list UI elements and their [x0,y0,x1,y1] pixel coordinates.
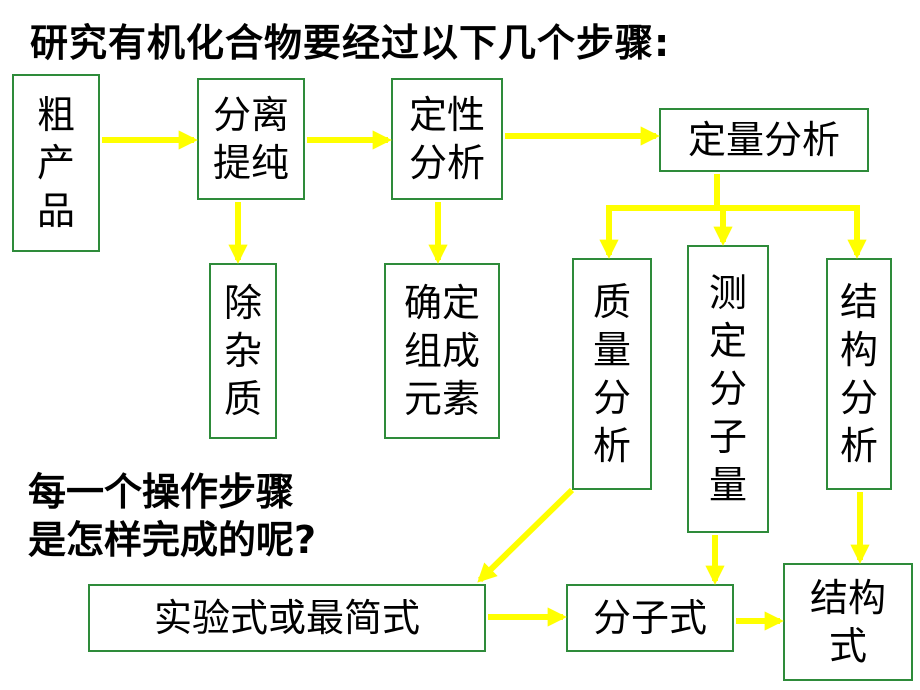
box-structural-line: 结构 [809,576,886,620]
box-molweight-char: 定 [708,319,747,363]
box-crude-product-char: 品 [36,189,75,233]
box-structure-char: 分 [839,376,878,420]
box-empirical-formula: 实验式或最简式 [88,584,486,652]
box-mass-char: 量 [592,328,631,372]
question-line-2: 是怎样完成的呢? [28,518,317,562]
box-structural-formula: 结构 式 [783,563,913,681]
box-quantitative-analysis: 定量分析 [659,108,869,172]
box-structure-char: 结 [839,280,878,324]
box-quantitative-label: 定量分析 [687,118,840,162]
box-qualitative-line: 定性 [408,93,485,137]
box-determine-elements: 确定 组成 元素 [384,263,500,439]
box-molecular-formula: 分子式 [566,584,734,652]
box-separation-purification: 分离 提纯 [197,78,305,200]
box-impurity-char: 除 [223,281,262,325]
box-structural-line: 式 [828,624,867,668]
box-qualitative-analysis: 定性 分析 [391,78,503,200]
box-structure-analysis: 结 构 分 析 [826,258,892,490]
box-separation-line: 分离 [212,93,289,137]
box-molweight-char: 分 [708,367,747,411]
box-separation-line: 提纯 [212,141,289,185]
page-title: 研究有机化合物要经过以下几个步骤: [30,21,671,65]
box-mass-char: 分 [592,376,631,420]
box-crude-product-char: 粗 [36,93,75,137]
box-mass-analysis: 质 量 分 析 [572,258,652,490]
box-crude-product: 粗 产 品 [12,74,100,252]
box-structure-char: 析 [839,424,878,468]
box-molweight-char: 子 [708,415,747,459]
box-qualitative-line: 分析 [408,141,485,185]
box-mass-char: 质 [592,280,631,324]
box-impurity-char: 质 [223,377,262,421]
box-elements-line: 组成 [403,329,480,373]
box-elements-line: 确定 [403,281,480,325]
box-structure-char: 构 [839,328,878,372]
box-elements-line: 元素 [403,377,480,421]
box-remove-impurity: 除 杂 质 [209,263,277,439]
box-molweight-char: 量 [708,463,747,507]
box-molecular-weight: 测 定 分 子 量 [687,245,769,533]
box-molweight-char: 测 [708,271,747,315]
box-impurity-char: 杂 [223,329,262,373]
box-empirical-label: 实验式或最简式 [153,596,420,640]
arrow-mass-to-empirical [477,487,575,583]
box-crude-product-char: 产 [36,141,75,185]
box-molecular-label: 分子式 [592,596,707,640]
question-line-1: 每一个操作步骤 [28,470,295,514]
question-text: 每一个操作步骤 是怎样完成的呢? [28,468,316,564]
box-mass-char: 析 [592,424,631,468]
